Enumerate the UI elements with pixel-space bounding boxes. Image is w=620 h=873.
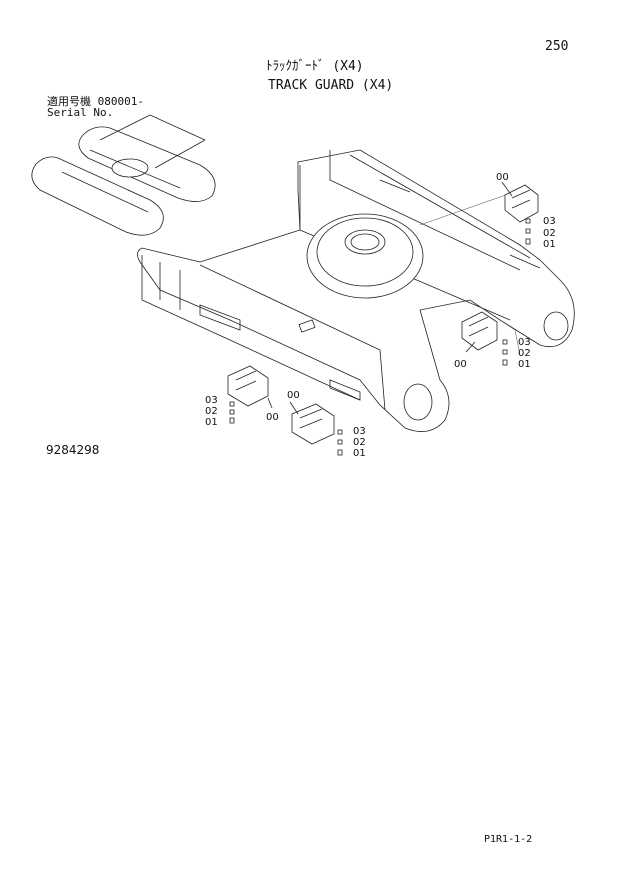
track-guard-3: 03 02 01 00	[205, 365, 279, 428]
callout-part-00: 00	[266, 412, 279, 423]
undercarriage-overview	[31, 114, 216, 236]
track-guard-1: 00 03 02 01	[496, 172, 556, 250]
callout-01: 01	[518, 359, 531, 370]
callout-03: 03	[543, 216, 556, 227]
callout-03: 03	[518, 337, 531, 348]
track-guard-2: 00 03 02 01	[454, 311, 531, 370]
footer-code: P1R1-1-2	[484, 834, 533, 845]
track-guard-4: 00 03 02 01	[287, 390, 366, 459]
drawing-number: 9284298	[46, 443, 100, 457]
title-english: TRACK GUARD (X4)	[268, 78, 394, 93]
callout-02: 02	[543, 228, 556, 239]
callout-03: 03	[353, 426, 366, 437]
callout-part-00: 00	[496, 172, 509, 183]
callout-02: 02	[353, 437, 366, 448]
callout-02: 02	[518, 348, 531, 359]
callout-03: 03	[205, 395, 218, 406]
serial-applicable-label: 適用号機 080001-	[47, 95, 144, 108]
callout-01: 01	[543, 239, 556, 250]
title-japanese: ﾄﾗｯｸｶﾞｰﾄﾞ (X4)	[266, 59, 364, 74]
callout-01: 01	[353, 448, 366, 459]
callout-part-00: 00	[287, 390, 300, 401]
page-number: 250	[545, 39, 569, 54]
callout-01: 01	[205, 417, 218, 428]
track-frame	[137, 149, 575, 432]
serial-number-label: Serial No.	[47, 106, 114, 119]
callout-02: 02	[205, 406, 218, 417]
callout-part-00: 00	[454, 359, 467, 370]
